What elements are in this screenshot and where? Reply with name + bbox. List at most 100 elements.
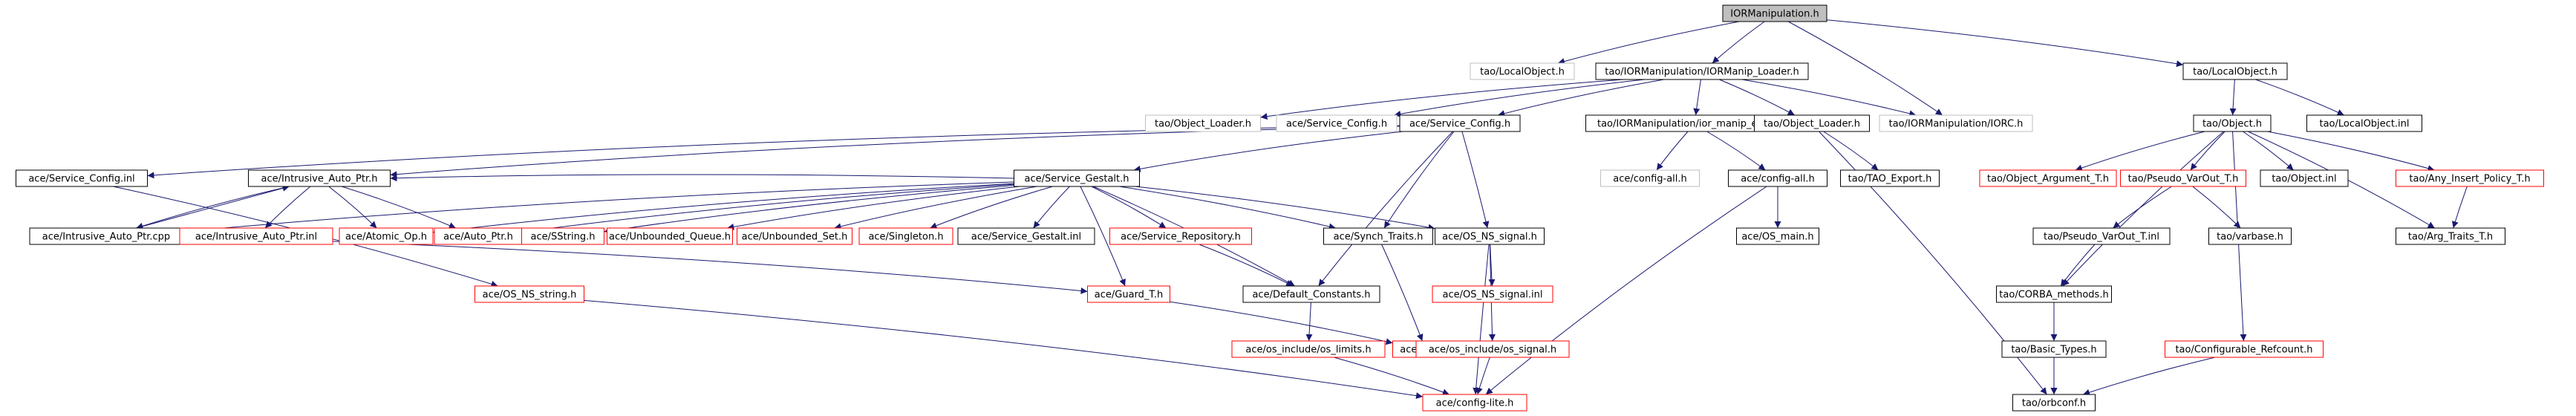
node-tao-corba-methods-h[interactable]: tao/CORBA_methods.h: [1996, 285, 2112, 303]
edge-ace-service-config-b-to-ace-os-ns-signal-h: [1461, 131, 1490, 229]
edge-ace-intrusive-auto-ptr-h-to-ace-auto-ptr: [342, 186, 457, 229]
node-ace-service-config-h[interactable]: ace/Service_Config.h: [1399, 114, 1521, 132]
node-iormanipulation-h[interactable]: IORManipulation.h: [1722, 4, 1827, 22]
node-label: tao/Any_Insert_Policy_T.h: [2409, 174, 2530, 185]
node-tao-orbconf-h[interactable]: tao/orbconf.h: [2012, 394, 2096, 412]
node-label: ace/Service_Gestalt.inl: [971, 232, 1081, 243]
node-ace-unbounded-queue-h[interactable]: ace/Unbounded_Queue.h: [607, 227, 733, 245]
node-ace-os-main-h[interactable]: ace/OS_main.h: [1736, 227, 1819, 245]
node-box: [1595, 62, 1809, 80]
node-ace-service-gestalt-h[interactable]: ace/Service_Gestalt.h: [1014, 169, 1140, 187]
node-box: [1728, 169, 1827, 187]
node-tao-any-insert-policy-t-h[interactable]: tao/Any_Insert_Policy_T.h: [2396, 169, 2544, 187]
node-label: tao/varbase.h: [2217, 232, 2283, 243]
node-label: ace/Service_Gestalt.h: [1024, 174, 1129, 185]
node-label: tao/IORManipulation/ior_manip_export.h: [1597, 119, 1792, 130]
edge-tao-object-h-to-tao-any-insert-policy: [2267, 131, 2435, 172]
node-label: tao/LocalObject.h: [1480, 67, 1565, 78]
node-label: tao/IORManipulation/IORManip_Loader.h: [1605, 67, 1799, 78]
node-box: [179, 227, 333, 245]
node-label: ace/os_include/os_limits.h: [1245, 345, 1371, 356]
edge-iormanip-loader-to-tao-object-loader-b: [1719, 79, 1795, 116]
node-tao-iormanipulation-ior-manip-export-h[interactable]: tao/IORManipulation/ior_manip_export.h: [1585, 114, 1804, 132]
node-tao-pseudo-varout-t-inl[interactable]: tao/Pseudo_VarOut_T.inl: [2032, 227, 2171, 245]
node-ace-os-ns-signal-inl[interactable]: ace/OS_NS_signal.inl: [1432, 285, 1553, 303]
edge-tao-pseudo-varout-t-inl-to-tao-corba-methods: [2060, 244, 2096, 287]
node-ace-os-ns-string-h[interactable]: ace/OS_NS_string.h: [475, 285, 584, 303]
edge-root-to-iormanip-loader: [1712, 21, 1765, 64]
node-tao-object-loader-h[interactable]: tao/Object_Loader.h: [1145, 114, 1261, 132]
node-label: tao/Object.h: [2202, 119, 2262, 130]
node-box: [1087, 285, 1170, 303]
node-box: [2001, 340, 2107, 358]
node-ace-default-constants-h[interactable]: ace/Default_Constants.h: [1242, 285, 1380, 303]
node-tao-configurable-refcount-h[interactable]: tao/Configurable_Refcount.h: [2165, 340, 2324, 358]
node-ace-intrusive-auto-ptr-cpp[interactable]: ace/Intrusive_Auto_Ptr.cpp: [29, 227, 183, 245]
node-label: ace/OS_main.h: [1741, 232, 1813, 243]
node-ace-service-gestalt-inl[interactable]: ace/Service_Gestalt.inl: [957, 227, 1095, 245]
node-tao-localobject-h[interactable]: tao/LocalObject.h: [2182, 62, 2288, 80]
node-box: [248, 169, 391, 187]
node-label: tao/TAO_Export.h: [1848, 174, 1932, 185]
node-box: [16, 169, 148, 187]
node-ace-config-all-h[interactable]: ace/config-all.h: [1728, 169, 1827, 187]
node-tao-localobject-inl[interactable]: tao/LocalObject.inl: [2306, 114, 2422, 132]
node-ace-guard-t-h[interactable]: ace/Guard_T.h: [1087, 285, 1170, 303]
node-ace-service-config-h[interactable]: ace/Service_Config.h: [1276, 114, 1398, 132]
node-label: tao/Object_Loader.h: [1155, 119, 1251, 130]
node-box: [2260, 169, 2349, 187]
edge-ior-manip-export-to-ace-config-all-a: [1656, 131, 1689, 171]
node-label: tao/IORManipulation/IORC.h: [1889, 119, 2024, 130]
node-label: ace/config-all.h: [1741, 174, 1815, 185]
node-ace-auto-ptr-h[interactable]: ace/Auto_Ptr.h: [434, 227, 523, 245]
node-box: [1754, 114, 1870, 132]
node-label: ace/Default_Constants.h: [1252, 290, 1370, 301]
node-ace-atomic-op-h[interactable]: ace/Atomic_Op.h: [339, 227, 434, 245]
node-tao-basic-types-h[interactable]: tao/Basic_Types.h: [2001, 340, 2107, 358]
node-ace-service-repository-h[interactable]: ace/Service_Repository.h: [1109, 227, 1252, 245]
edge-ace-os-ns-signal-h-to-ace-config-lite: [1473, 244, 1490, 395]
node-tao-object-argument-t-h[interactable]: tao/Object_Argument_T.h: [1979, 169, 2117, 187]
node-ace-config-lite-h[interactable]: ace/config-lite.h: [1422, 394, 1527, 412]
node-tao-pseudo-varout-t-h[interactable]: tao/Pseudo_VarOut_T.h: [2120, 169, 2246, 187]
node-label: ace/Service_Config.h: [1409, 119, 1510, 130]
edge-ace-intrusive-auto-ptr-h-to-ace-intrusive-auto-ptr-cpp: [136, 186, 290, 230]
node-tao-iormanipulation-iormanip-loader-h[interactable]: tao/IORManipulation/IORManip_Loader.h: [1595, 62, 1809, 80]
node-tao-localobject-h[interactable]: tao/LocalObject.h: [1470, 62, 1575, 80]
node-tao-tao-export-h[interactable]: tao/TAO_Export.h: [1840, 169, 1940, 187]
node-box: [1242, 285, 1380, 303]
node-label: ace/Guard_T.h: [1095, 290, 1163, 301]
node-box: [475, 285, 584, 303]
node-tao-varbase-h[interactable]: tao/varbase.h: [2208, 227, 2292, 245]
node-ace-os-ns-signal-h[interactable]: ace/OS_NS_signal.h: [1435, 227, 1545, 245]
node-ace-config-all-h[interactable]: ace/config-all.h: [1600, 169, 1700, 187]
node-ace-sstring-h[interactable]: ace/SString.h: [521, 227, 604, 245]
node-ace-intrusive-auto-ptr-inl[interactable]: ace/Intrusive_Auto_Ptr.inl: [179, 227, 333, 245]
node-tao-iormanipulation-iorc-h[interactable]: tao/IORManipulation/IORC.h: [1879, 114, 2033, 132]
node-ace-singleton-h[interactable]: ace/Singleton.h: [858, 227, 953, 245]
node-ace-service-config-inl[interactable]: ace/Service_Config.inl: [16, 169, 148, 187]
node-ace-os-include-os-limits-h[interactable]: ace/os_include/os_limits.h: [1231, 340, 1386, 358]
node-label: tao/Pseudo_VarOut_T.inl: [2044, 232, 2159, 243]
node-box: [2032, 227, 2171, 245]
node-tao-object-loader-h[interactable]: tao/Object_Loader.h: [1754, 114, 1870, 132]
node-label: ace/OS_NS_signal.h: [1442, 232, 1537, 243]
edge-root-to-iorc-h: [1787, 21, 1943, 116]
node-ace-unbounded-set-h[interactable]: ace/Unbounded_Set.h: [737, 227, 852, 245]
node-tao-arg-traits-t-h[interactable]: tao/Arg_Traits_T.h: [2396, 227, 2505, 245]
edge-ace-os-include-os-signal-to-ace-config-lite: [1476, 357, 1490, 395]
node-ace-synch-traits-h[interactable]: ace/Synch_Traits.h: [1323, 227, 1433, 245]
node-tao-object-h[interactable]: tao/Object.h: [2193, 114, 2272, 132]
node-box: [1422, 394, 1527, 412]
node-ace-intrusive-auto-ptr-h[interactable]: ace/Intrusive_Auto_Ptr.h: [248, 169, 391, 187]
node-ace-os-include-os-signal-h[interactable]: ace/os_include/os_signal.h: [1415, 340, 1570, 358]
node-label: ace/os_include/os_signal.h: [1429, 345, 1556, 356]
node-box: [957, 227, 1095, 245]
node-box: [2208, 227, 2292, 245]
edge-ace-intrusive-auto-ptr-inl-to-ace-guard-t: [332, 241, 1088, 294]
edge-root-to-tao-localobject-h-a: [1557, 21, 1740, 65]
node-tao-object-inl[interactable]: tao/Object.inl: [2260, 169, 2349, 187]
node-box: [1840, 169, 1940, 187]
node-box: [858, 227, 953, 245]
